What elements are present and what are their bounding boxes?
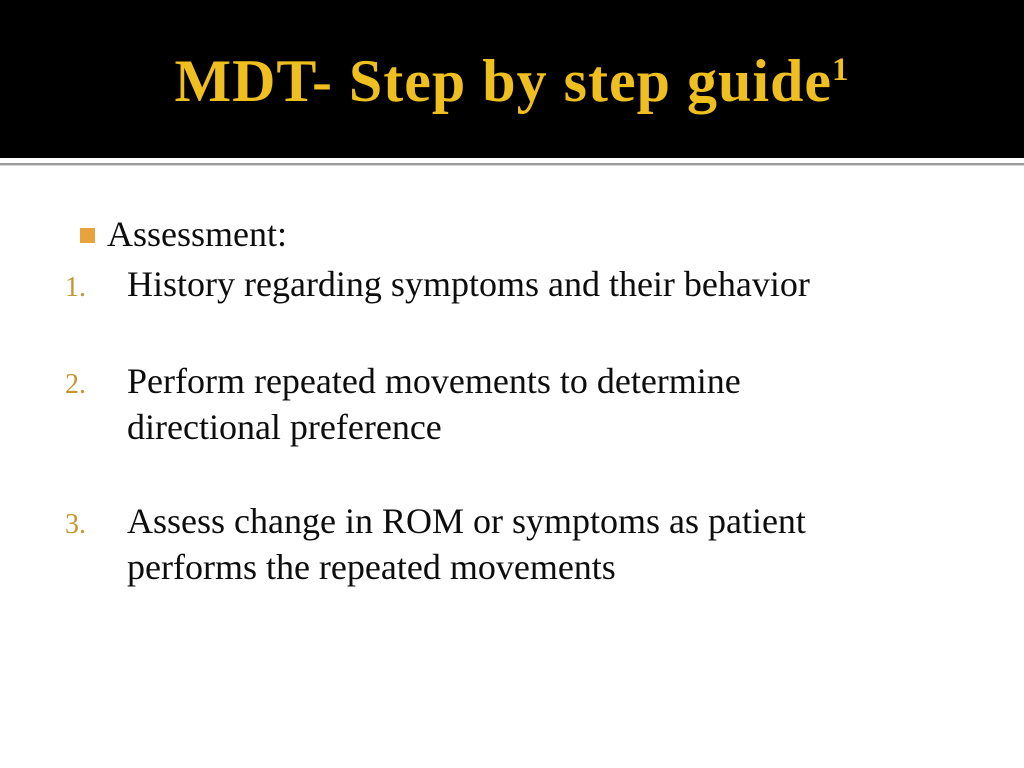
list-item-text: Assess change in ROM or symptoms as pati…: [127, 501, 806, 587]
list-item-number: 3.: [65, 509, 86, 540]
bullet-heading-label: Assessment:: [107, 214, 287, 254]
numbered-list-item: 2. Perform repeated movements to determi…: [65, 358, 945, 450]
list-item-text: Perform repeated movements to determine …: [127, 361, 741, 447]
numbered-list-item: 3. Assess change in ROM or symptoms as p…: [65, 498, 945, 590]
bullet-square-icon: [80, 228, 95, 243]
slide-body: Assessment: 1. History regarding symptom…: [0, 167, 1024, 768]
slide-title: MDT- Step by step guide1: [0, 0, 1024, 113]
list-item-number: 1.: [65, 272, 86, 303]
list-item-text: History regarding symptoms and their beh…: [127, 264, 810, 304]
list-item-number: 2.: [65, 369, 86, 400]
slide-title-superscript: 1: [832, 52, 850, 88]
slide-title-text: MDT- Step by step guide: [174, 48, 833, 114]
slide-header: MDT- Step by step guide1: [0, 0, 1024, 158]
header-separator-line: [0, 163, 1024, 166]
numbered-list-item: 1. History regarding symptoms and their …: [65, 261, 945, 311]
bullet-heading-row: Assessment:: [80, 211, 287, 257]
